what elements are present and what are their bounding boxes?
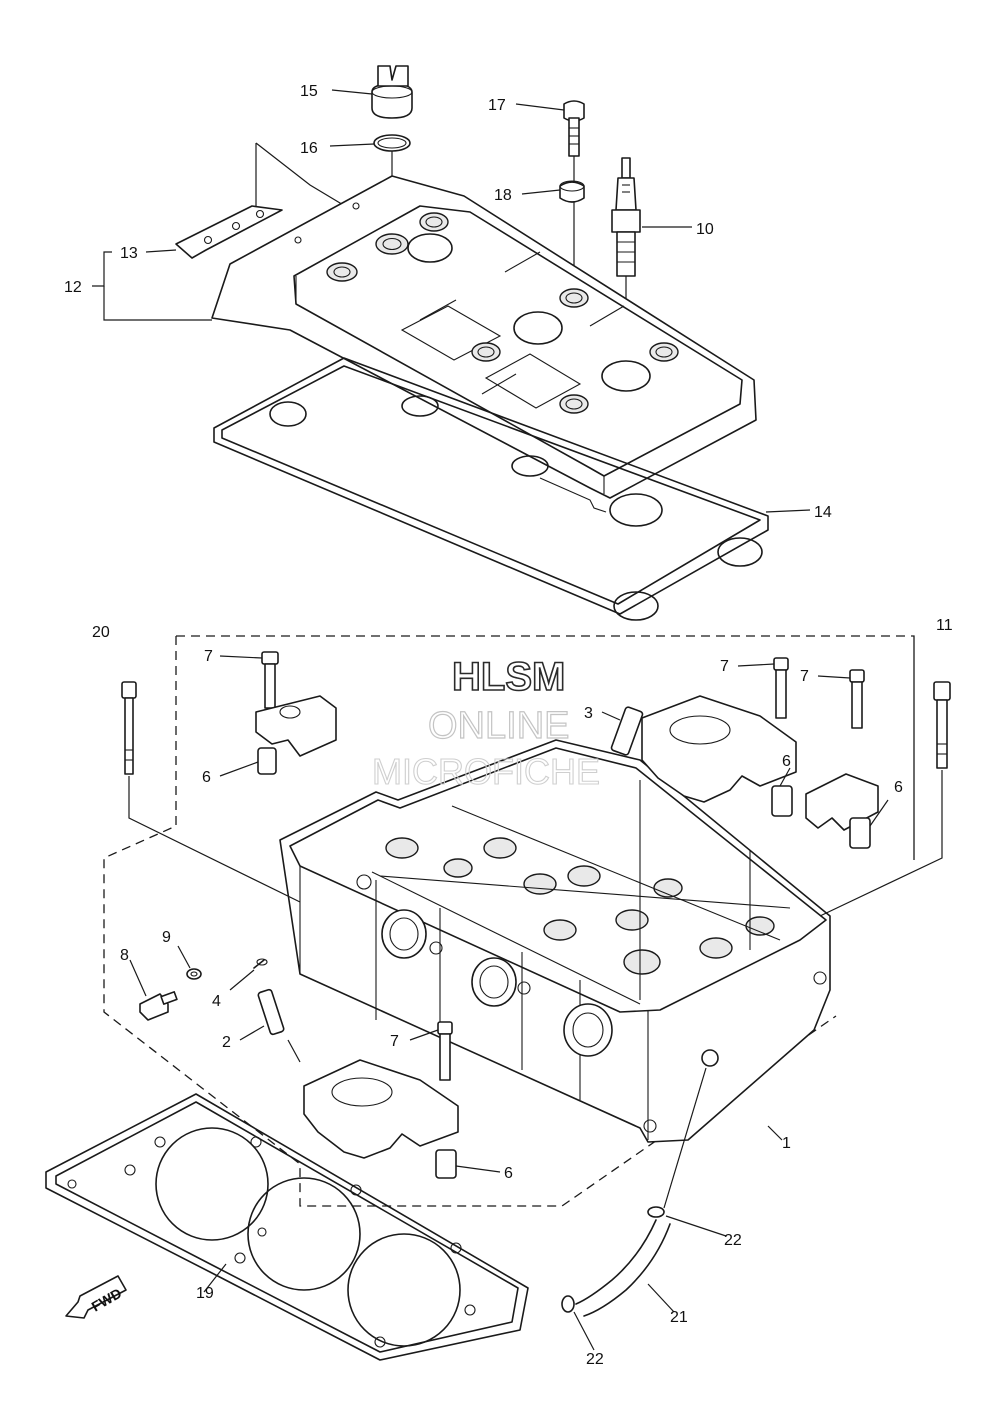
spark-plug	[611, 157, 641, 277]
callout-22-upper: 22	[724, 1232, 742, 1249]
grommet	[559, 180, 585, 203]
callout-4: 4	[212, 993, 221, 1010]
spark-plug-fitting	[610, 706, 644, 756]
callout-19: 19	[196, 1285, 214, 1302]
callout-22-lower: 22	[586, 1351, 604, 1368]
leader-lines	[92, 89, 889, 1351]
callout-8: 8	[120, 947, 129, 964]
callout-7-left: 7	[204, 648, 213, 665]
callout-10: 10	[696, 221, 714, 238]
callout-18: 18	[494, 187, 512, 204]
callout-20: 20	[92, 624, 110, 641]
callout-14: 14	[814, 504, 832, 521]
cylinder-head	[279, 739, 831, 1143]
callout-6-lower: 6	[504, 1165, 513, 1182]
callout-15: 15	[300, 83, 318, 100]
watermark: HLSM ONLINE MICROFICHE	[371, 654, 600, 792]
cam-cap-right-b	[805, 669, 879, 849]
cover-bolt	[563, 100, 585, 157]
callout-2: 2	[222, 1034, 231, 1051]
cam-cap-right-a	[641, 657, 797, 817]
o-ring	[373, 134, 411, 152]
callout-17: 17	[488, 97, 506, 114]
valve-cover	[211, 175, 757, 499]
watermark-line1: HLSM	[452, 655, 565, 699]
callout-7-right-b: 7	[800, 668, 809, 685]
head-gasket	[45, 1093, 529, 1361]
head-bolt-20	[121, 681, 137, 775]
callout-7-lower: 7	[390, 1033, 399, 1050]
watermark-line2: ONLINE	[428, 705, 569, 747]
callout-13: 13	[120, 245, 138, 262]
assembly-boundary	[103, 635, 915, 1207]
callout-6-right-a: 6	[782, 753, 791, 770]
cover-gasket	[213, 357, 769, 621]
callout-16: 16	[300, 140, 318, 157]
cover-bracket	[175, 205, 283, 259]
fwd-arrow: FWD	[65, 1275, 127, 1319]
callout-12: 12	[64, 279, 82, 296]
callout-7-right-a: 7	[720, 658, 729, 675]
callout-labels: 15 16 17 18 10 13 12 14 20 11 7 7 7 7 6 …	[64, 83, 953, 1368]
watermark-line3: MICROFICHE	[372, 751, 600, 792]
washer	[186, 968, 202, 980]
hose-clamp-upper	[647, 1206, 665, 1218]
cam-cap-lower	[303, 1021, 459, 1179]
callout-6-right-b: 6	[894, 779, 903, 796]
clip	[253, 958, 268, 969]
callout-6-left: 6	[202, 769, 211, 786]
cam-cap-left	[255, 651, 337, 775]
hose-clamp-lower	[561, 1295, 575, 1313]
callout-9: 9	[162, 929, 171, 946]
guide-sleeve	[257, 988, 285, 1036]
breather-hose	[575, 1219, 671, 1317]
callout-21: 21	[670, 1309, 688, 1326]
callout-1: 1	[782, 1135, 791, 1152]
head-bolt-11	[933, 681, 951, 769]
callout-11: 11	[936, 617, 953, 634]
callout-3: 3	[584, 705, 593, 722]
oil-filler-cap	[371, 65, 413, 119]
side-bolt	[139, 991, 178, 1021]
